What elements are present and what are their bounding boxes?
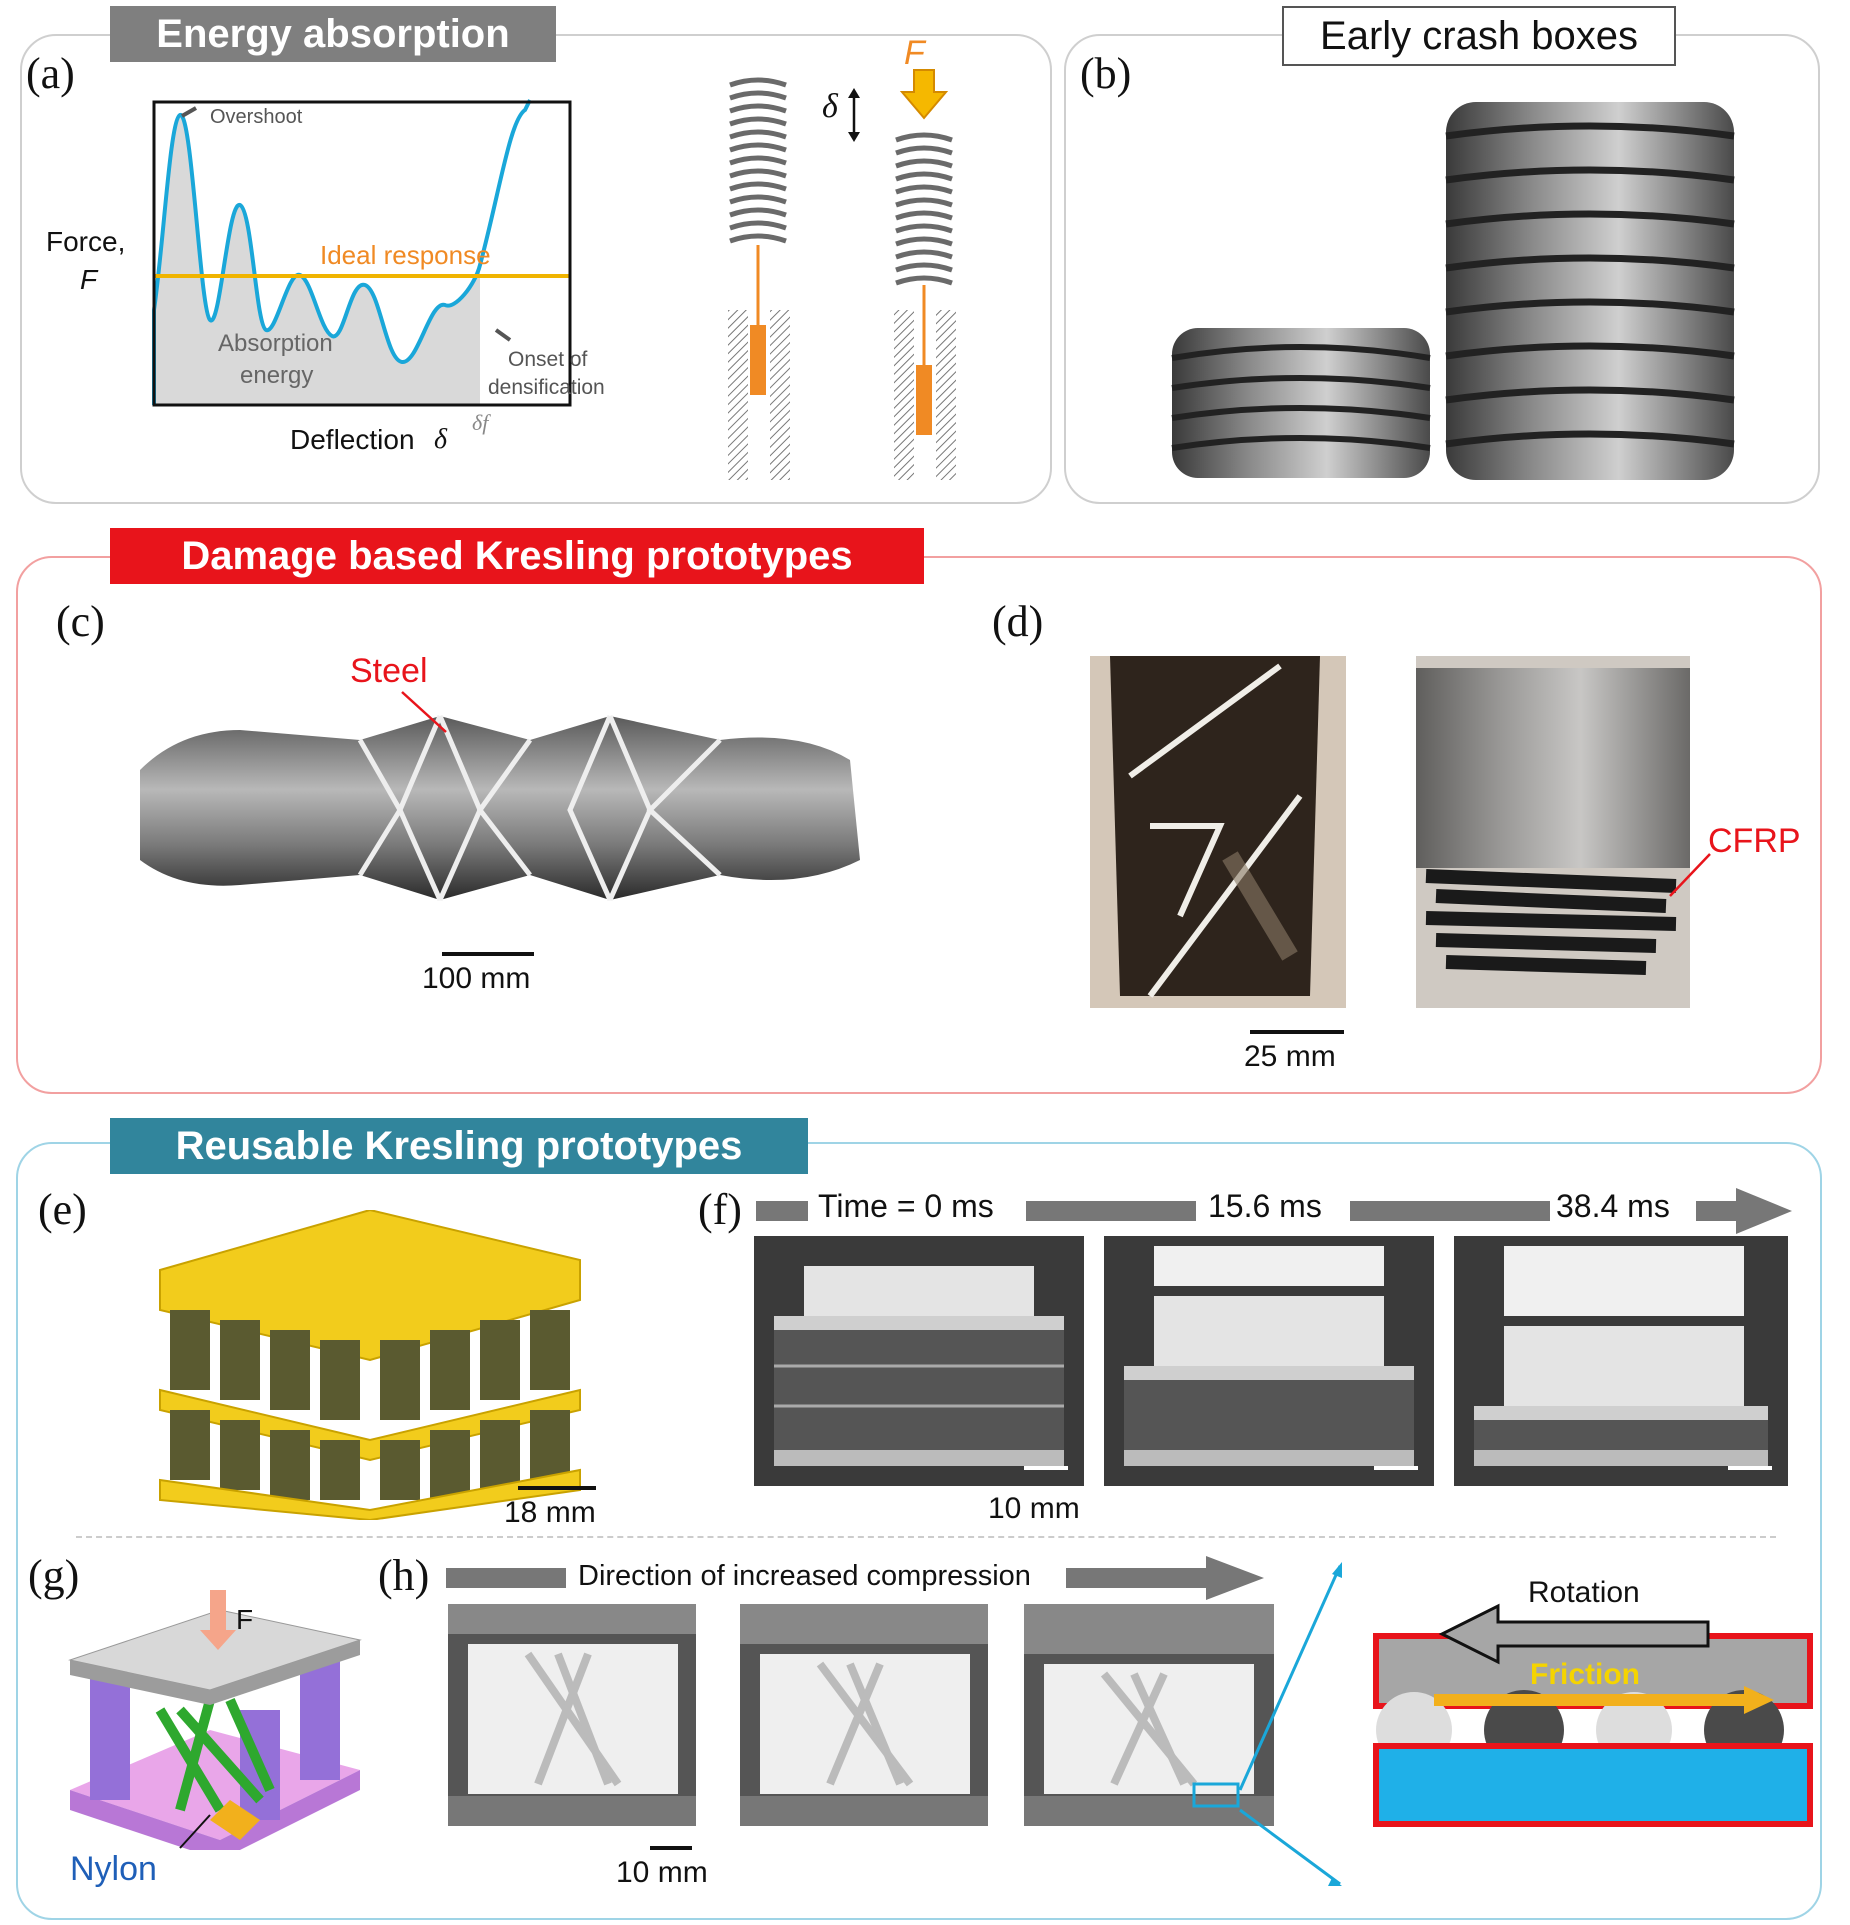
impact-frame-1 bbox=[1104, 1236, 1434, 1486]
rotation-arrow bbox=[1438, 1603, 1710, 1665]
time-label-0: Time = 0 ms bbox=[818, 1188, 994, 1224]
scale-label-c: 100 mm bbox=[422, 962, 531, 995]
y-axis-label-line2: F bbox=[80, 264, 98, 295]
time-label-2: 38.4 ms bbox=[1556, 1188, 1670, 1224]
onset-label-line2: densification bbox=[488, 376, 605, 399]
scale-bar-h bbox=[650, 1846, 692, 1850]
early-crash-boxes-banner: Early crash boxes bbox=[1282, 6, 1676, 66]
panel-label-b: (b) bbox=[1080, 49, 1132, 98]
x-axis-label: Deflection bbox=[290, 424, 415, 455]
zoom-lines bbox=[1238, 1562, 1342, 1886]
y-axis-label-line1: Force, bbox=[46, 226, 126, 257]
densification-symbol: δf bbox=[472, 410, 489, 435]
reusable-kresling-banner: Reusable Kresling prototypes bbox=[110, 1118, 808, 1174]
ideal-response-label: Ideal response bbox=[320, 240, 491, 270]
crash-box-crushed bbox=[1171, 328, 1431, 478]
x-axis-symbol: δ bbox=[434, 424, 448, 455]
time-label-1: 15.6 ms bbox=[1208, 1188, 1322, 1224]
cfrp-kresling-photo-intact bbox=[1090, 656, 1346, 1008]
delta-arrow bbox=[848, 88, 860, 142]
scale-label-f: 10 mm bbox=[988, 1492, 1080, 1525]
cfrp-kresling-photo-crushed bbox=[1416, 656, 1690, 1008]
yellow-kresling-lattice bbox=[159, 1210, 581, 1520]
scale-bar-c bbox=[442, 952, 534, 956]
impact-frame-2 bbox=[1454, 1236, 1788, 1486]
steel-label: Steel bbox=[350, 652, 428, 690]
spring-force-label: F bbox=[904, 34, 925, 72]
friction-label: Friction bbox=[1530, 1658, 1640, 1691]
steel-pointer bbox=[401, 691, 447, 733]
spring-damper-schematic bbox=[728, 69, 956, 480]
overshoot-label: Overshoot bbox=[210, 106, 303, 128]
time-arrow bbox=[756, 1188, 1792, 1234]
compression-stage-1 bbox=[448, 1604, 696, 1826]
spring-uncompressed bbox=[728, 77, 790, 480]
scale-label-d: 25 mm bbox=[1244, 1040, 1336, 1073]
cfrp-pointer bbox=[1669, 853, 1711, 897]
nylon-label: Nylon bbox=[70, 1850, 157, 1888]
absorption-energy-area bbox=[154, 114, 480, 405]
absorption-label-line2: energy bbox=[240, 362, 314, 389]
overshoot-pointer bbox=[181, 106, 197, 118]
force-deflection-chart bbox=[152, 99, 572, 407]
compression-direction-label: Direction of increased compression bbox=[578, 1560, 1031, 1592]
crash-box-photos bbox=[1171, 102, 1735, 480]
nylon-test-rig bbox=[68, 1590, 362, 1850]
spring-delta-label: δ bbox=[822, 88, 838, 125]
energy-absorption-banner: Energy absorption bbox=[110, 6, 556, 62]
cfrp-label: CFRP bbox=[1708, 822, 1801, 860]
scale-label-h: 10 mm bbox=[616, 1856, 708, 1889]
scale-bar-e bbox=[518, 1486, 596, 1490]
chart-frame bbox=[152, 100, 572, 407]
scale-label-e: 18 mm bbox=[504, 1496, 596, 1529]
panel-label-g: (g) bbox=[28, 1551, 80, 1600]
onset-label-line1: Onset of bbox=[508, 348, 588, 371]
friction-detail bbox=[1373, 1633, 1813, 1827]
compression-direction-arrow bbox=[446, 1556, 1264, 1600]
panel-label-f: (f) bbox=[698, 1185, 742, 1234]
damage-kresling-banner: Damage based Kresling prototypes bbox=[110, 528, 924, 584]
panel-label-e: (e) bbox=[38, 1185, 87, 1234]
rotation-label: Rotation bbox=[1528, 1576, 1640, 1609]
onset-pointer bbox=[494, 328, 512, 342]
crash-box-folded bbox=[1445, 102, 1735, 480]
force-arrow bbox=[899, 69, 949, 120]
steel-kresling-photo bbox=[140, 715, 860, 902]
panel-label-d: (d) bbox=[992, 597, 1044, 646]
panel-label-a: (a) bbox=[26, 49, 75, 98]
scale-bar-d bbox=[1250, 1030, 1344, 1034]
absorption-label-line1: Absorption bbox=[218, 330, 333, 357]
compression-stage-3 bbox=[1024, 1604, 1274, 1826]
spring-compressed bbox=[894, 132, 956, 480]
panel-label-c: (c) bbox=[56, 597, 105, 646]
force-label-g: F bbox=[236, 1604, 254, 1635]
impact-frame-0 bbox=[754, 1236, 1084, 1486]
compression-stage-2 bbox=[740, 1604, 988, 1826]
divider bbox=[76, 1536, 1776, 1538]
reusable-kresling-panel bbox=[16, 1142, 1822, 1920]
panel-label-h: (h) bbox=[378, 1551, 430, 1600]
